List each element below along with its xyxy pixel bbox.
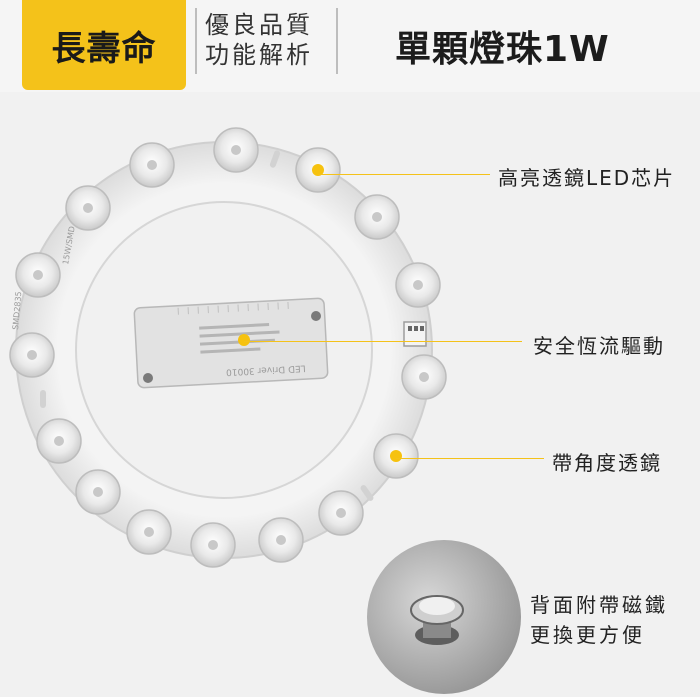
magnet-callout-line-1: 背面附帶磁鐵 xyxy=(530,593,668,617)
lens-marker xyxy=(390,450,402,462)
sub-title-line-1: 優良品質 xyxy=(205,11,313,39)
magnet-callout-line-2: 更換更方便 xyxy=(530,623,645,647)
lens-center-dots xyxy=(27,145,429,550)
driver-marker xyxy=(238,334,250,346)
callout-line-driver xyxy=(244,341,522,342)
header-divider xyxy=(195,8,197,74)
page-title: 單顆燈珠1W xyxy=(395,29,610,70)
brand-badge: 長壽命 xyxy=(22,0,186,90)
driver-label: LED Driver 30010 xyxy=(226,363,306,377)
connector xyxy=(403,321,427,347)
pcb-code-1: SMD2835 xyxy=(11,291,23,330)
callout-led-chip: 高亮透鏡LED芯片 xyxy=(498,166,676,190)
callout-driver: 安全恆流驅動 xyxy=(533,334,665,358)
magnet-callout: 背面附帶磁鐵 更換更方便 xyxy=(530,590,668,650)
led-chip-marker xyxy=(312,164,324,176)
led-module-photo: LED Driver 30010 SMD2835 15W/SMD xyxy=(9,127,447,568)
callout-line-lens xyxy=(396,458,544,459)
sub-title-line-2: 功能解析 xyxy=(205,41,313,69)
callout-line-led xyxy=(318,174,490,175)
driver-box: LED Driver 30010 xyxy=(133,297,329,389)
sub-title: 優良品質 功能解析 xyxy=(205,10,335,70)
magnet-inset xyxy=(367,540,521,694)
mounting-slots xyxy=(40,150,374,501)
header-bar: 長壽命 優良品質 功能解析 單顆燈珠1W xyxy=(0,0,700,92)
callout-lens: 帶角度透鏡 xyxy=(552,451,662,475)
header-divider-2 xyxy=(336,8,338,74)
magnet-icon xyxy=(410,595,464,645)
